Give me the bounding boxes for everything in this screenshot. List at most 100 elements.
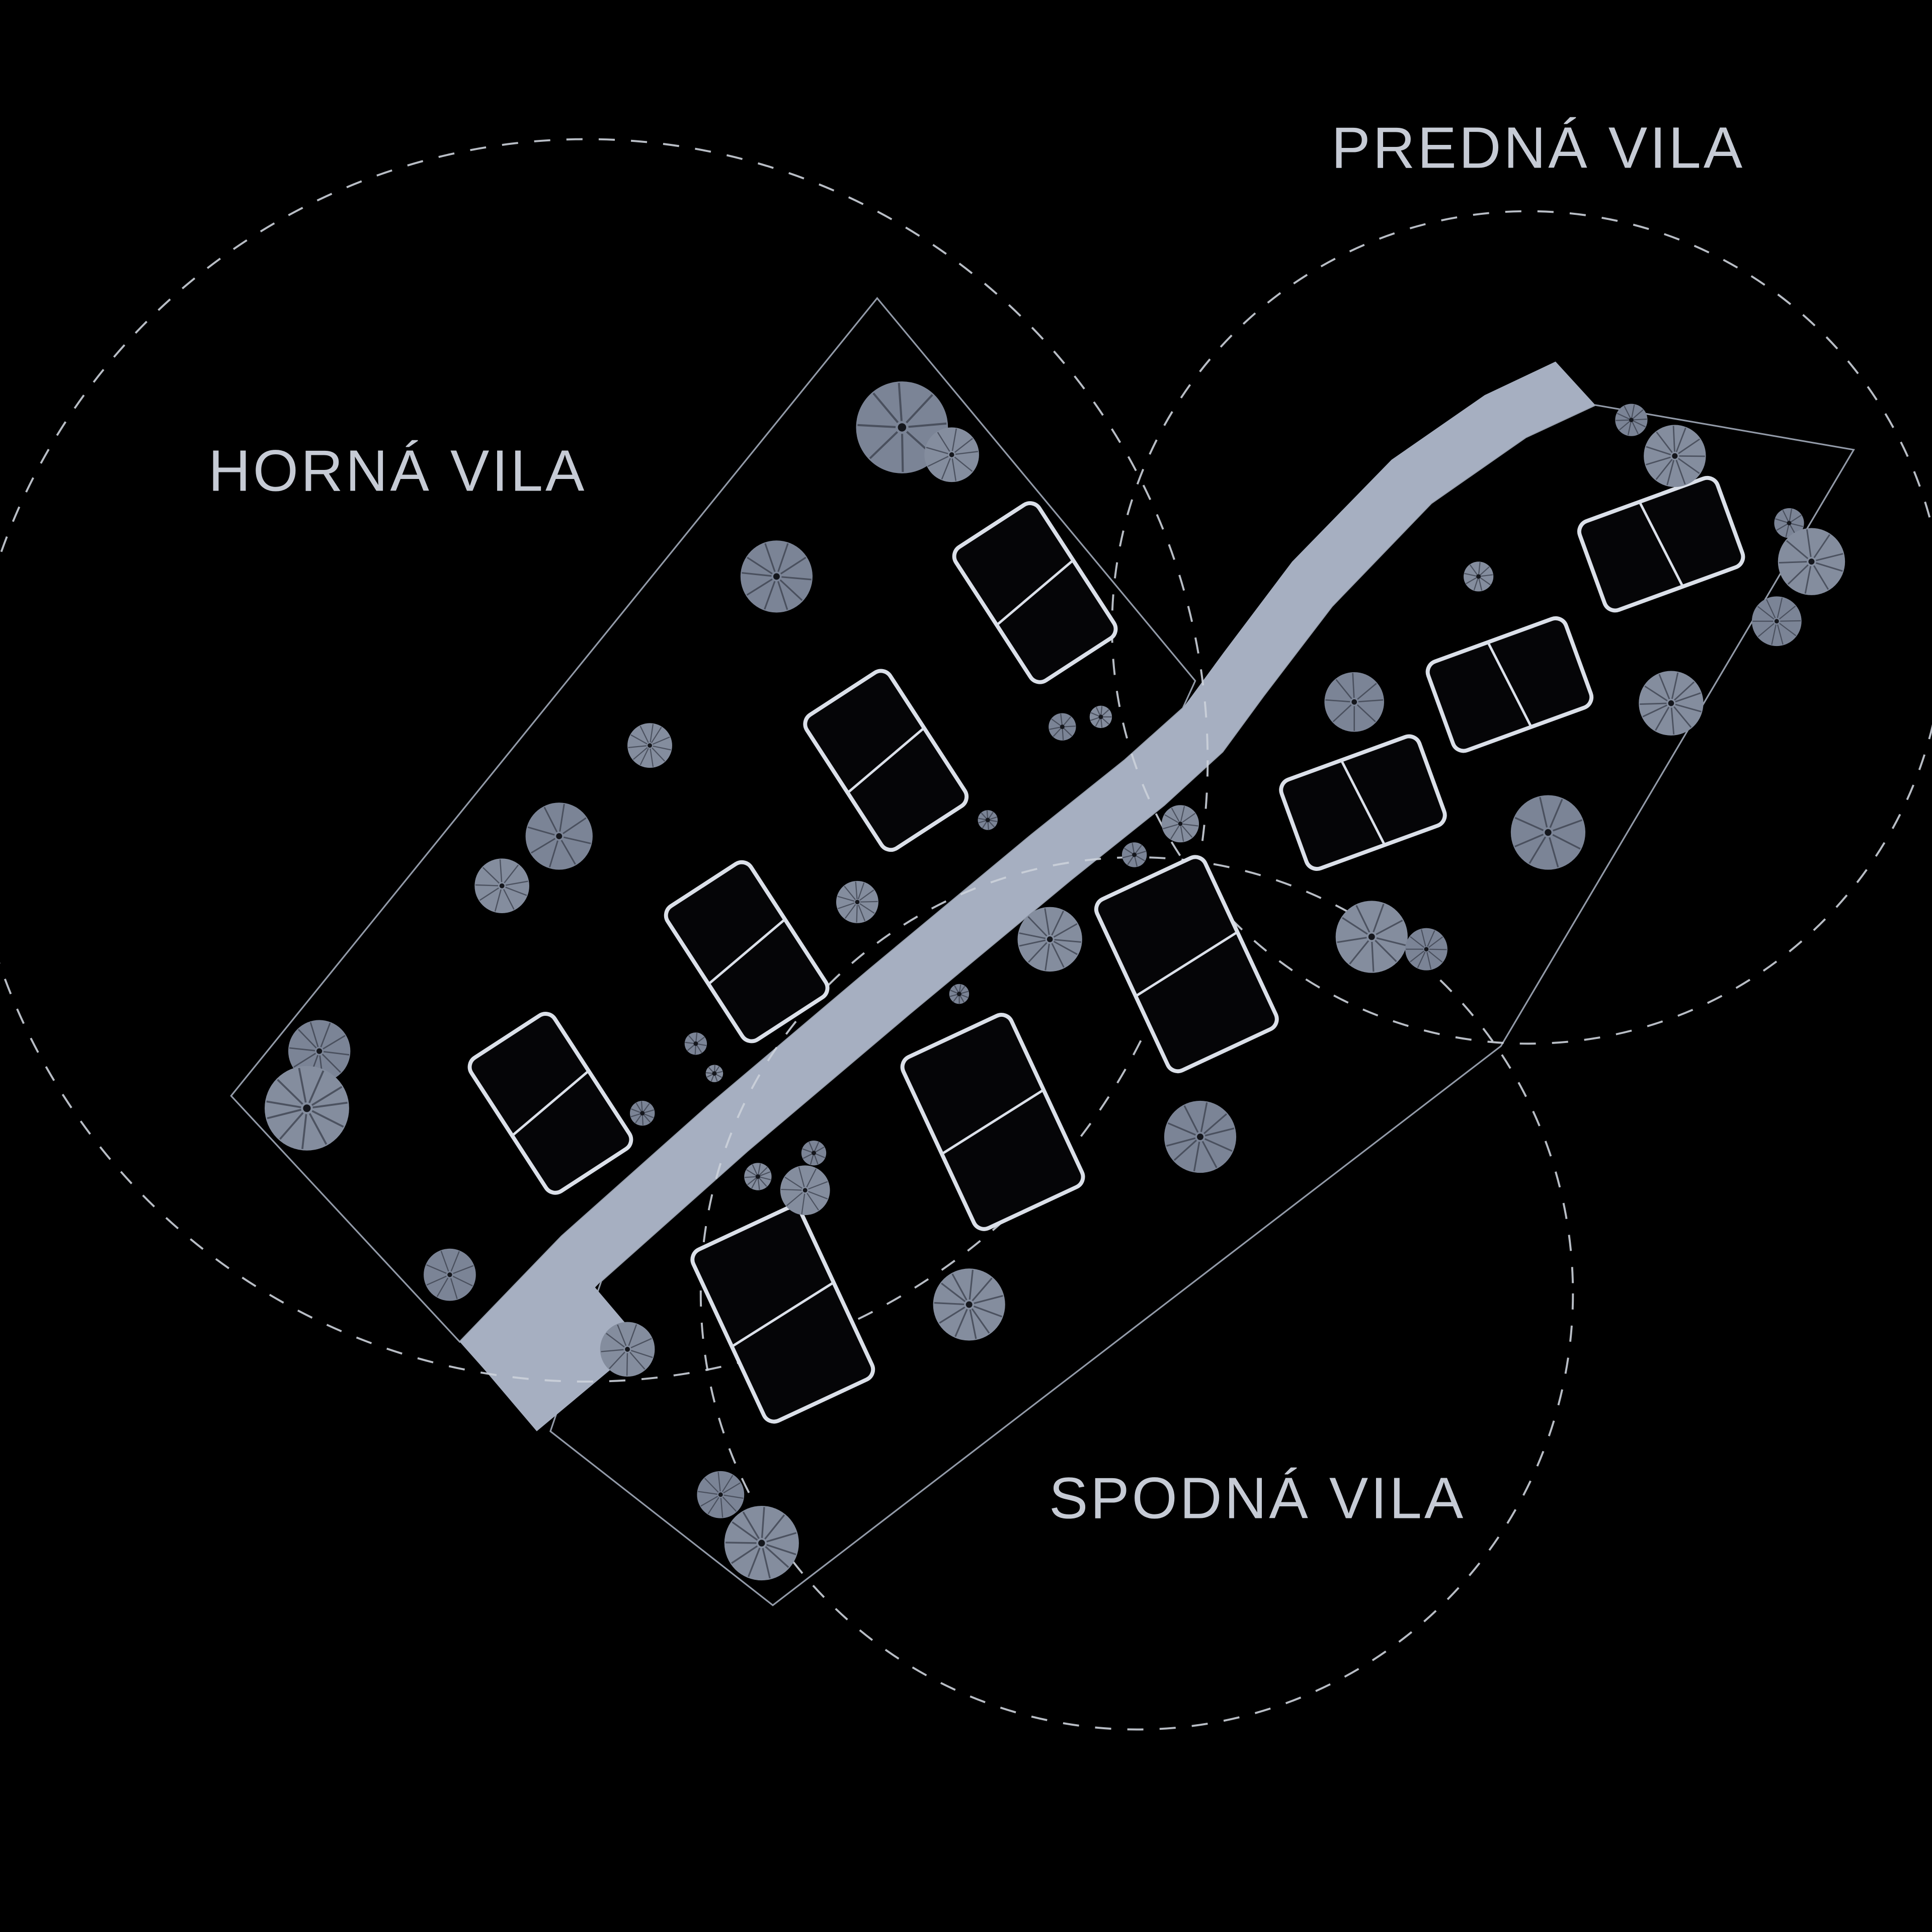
tree-branch-line	[780, 556, 807, 575]
tree-trunk-dot	[1197, 1134, 1203, 1140]
tree-branch-line	[808, 1191, 828, 1199]
tree-branch-line	[311, 1110, 344, 1128]
tree	[627, 723, 672, 768]
tree-branch-line	[759, 1177, 767, 1187]
tree-branch-line	[505, 880, 528, 886]
tree-branch-line	[1019, 939, 1046, 947]
tree	[724, 1505, 799, 1581]
tree	[740, 540, 813, 613]
tree-branch-line	[1777, 597, 1783, 618]
tree-branch-line	[777, 543, 789, 572]
tree-branch-line	[989, 820, 998, 822]
building-3	[664, 860, 830, 1043]
tree-branch-line	[301, 1114, 307, 1149]
building-divider-line	[1340, 759, 1386, 846]
tree-branch-line	[708, 1067, 714, 1073]
tree-branch-line	[1182, 813, 1196, 823]
tree-branch-line	[939, 1306, 965, 1324]
tree-branch-line	[700, 1496, 718, 1507]
tree-branch-line	[1426, 952, 1432, 970]
tree	[1778, 528, 1845, 595]
tree-branch-line	[640, 1101, 643, 1112]
tree-branch-line	[1060, 713, 1063, 725]
building-divider-line	[1487, 641, 1533, 728]
tree-branch-line	[1164, 814, 1179, 823]
tree-branch-line	[781, 1188, 802, 1191]
building-divider-line	[707, 918, 786, 985]
tree-branch-line	[872, 392, 899, 424]
tree-branch-line	[981, 812, 988, 820]
tree-branch-line	[267, 1108, 302, 1119]
tree-branch-line	[1100, 706, 1103, 715]
tree-branch-line	[954, 1309, 968, 1337]
tree-branch-line	[951, 458, 957, 481]
tree-branch-line	[779, 579, 803, 601]
tree-trunk-dot	[755, 1174, 760, 1179]
tree-branch-line	[1204, 1138, 1233, 1152]
tree-trunk-dot	[1098, 714, 1103, 719]
tree-branch-line	[908, 422, 947, 428]
tree-branch-line	[1053, 728, 1062, 737]
tree-branch-line	[1127, 856, 1134, 865]
tree-branch-line	[1183, 1105, 1199, 1133]
tree	[801, 1140, 827, 1166]
tree-trunk-dot	[949, 452, 954, 457]
label-horna-vila: HORNÁ VILA	[208, 438, 587, 503]
tree-branch-line	[1332, 704, 1352, 722]
tree-branch-line	[720, 1498, 723, 1518]
tree-branch-line	[635, 1114, 642, 1123]
tree-branch-line	[1167, 1122, 1196, 1136]
building-5	[1094, 855, 1279, 1074]
tree-branch-line	[1617, 413, 1630, 420]
tree	[1405, 928, 1447, 971]
building-divider-line	[996, 559, 1074, 626]
tree-trunk-dot	[1672, 453, 1678, 459]
tree-branch-line	[802, 1148, 813, 1153]
tree-branch-line	[986, 810, 989, 819]
tree-trunk-dot	[693, 1041, 698, 1046]
tree-branch-line	[1785, 525, 1790, 537]
tree-branch-line	[1349, 940, 1370, 964]
tree-branch-line	[1201, 1141, 1218, 1168]
tree-branch-line	[543, 807, 558, 833]
tree-branch-line	[704, 1478, 719, 1493]
tree-branch-line	[974, 1295, 1003, 1304]
building-6	[900, 1013, 1085, 1231]
tree-trunk-dot	[1787, 521, 1792, 526]
tree-branch-line	[857, 424, 896, 428]
tree-branch-line	[951, 1273, 968, 1301]
tree-branch-line	[1123, 848, 1134, 855]
tree-branch-line	[1804, 566, 1812, 594]
tree-branch-line	[974, 1305, 1002, 1318]
tree-branch-line	[277, 1079, 303, 1105]
tree-branch-line	[1101, 717, 1109, 725]
tree-branch-line	[1090, 716, 1100, 721]
tree-branch-line	[1325, 699, 1350, 702]
tree-branch-line	[1051, 718, 1061, 727]
tree-branch-line	[710, 1074, 715, 1082]
tree-branch-line	[628, 1324, 637, 1346]
tree-branch-line	[1646, 456, 1671, 465]
building-divider-line	[941, 1089, 1044, 1155]
tree-branch-line	[1633, 418, 1647, 421]
tree-trunk-dot	[1545, 829, 1552, 836]
tree-branch-line	[499, 859, 503, 882]
tree-branch-line	[1816, 553, 1843, 561]
tree-branch-line	[715, 1071, 723, 1074]
tree-branch-line	[869, 431, 899, 459]
tree	[525, 802, 593, 870]
tree	[1017, 907, 1082, 972]
tree-branch-line	[695, 1032, 698, 1042]
tree-branch-line	[1428, 950, 1443, 963]
tree-branch-line	[1049, 727, 1061, 730]
tree-branch-line	[1757, 606, 1775, 620]
tree-branch-line	[426, 1264, 447, 1274]
tree	[1644, 425, 1706, 488]
tree-branch-line	[1358, 699, 1384, 702]
tree-trunk-dot	[1368, 933, 1375, 940]
tree-branch-line	[321, 1054, 341, 1073]
tree-trunk-dot	[648, 743, 652, 748]
tree-branch-line	[639, 748, 649, 765]
tree-branch-line	[1428, 936, 1443, 948]
tree-branch-line	[1632, 422, 1639, 435]
